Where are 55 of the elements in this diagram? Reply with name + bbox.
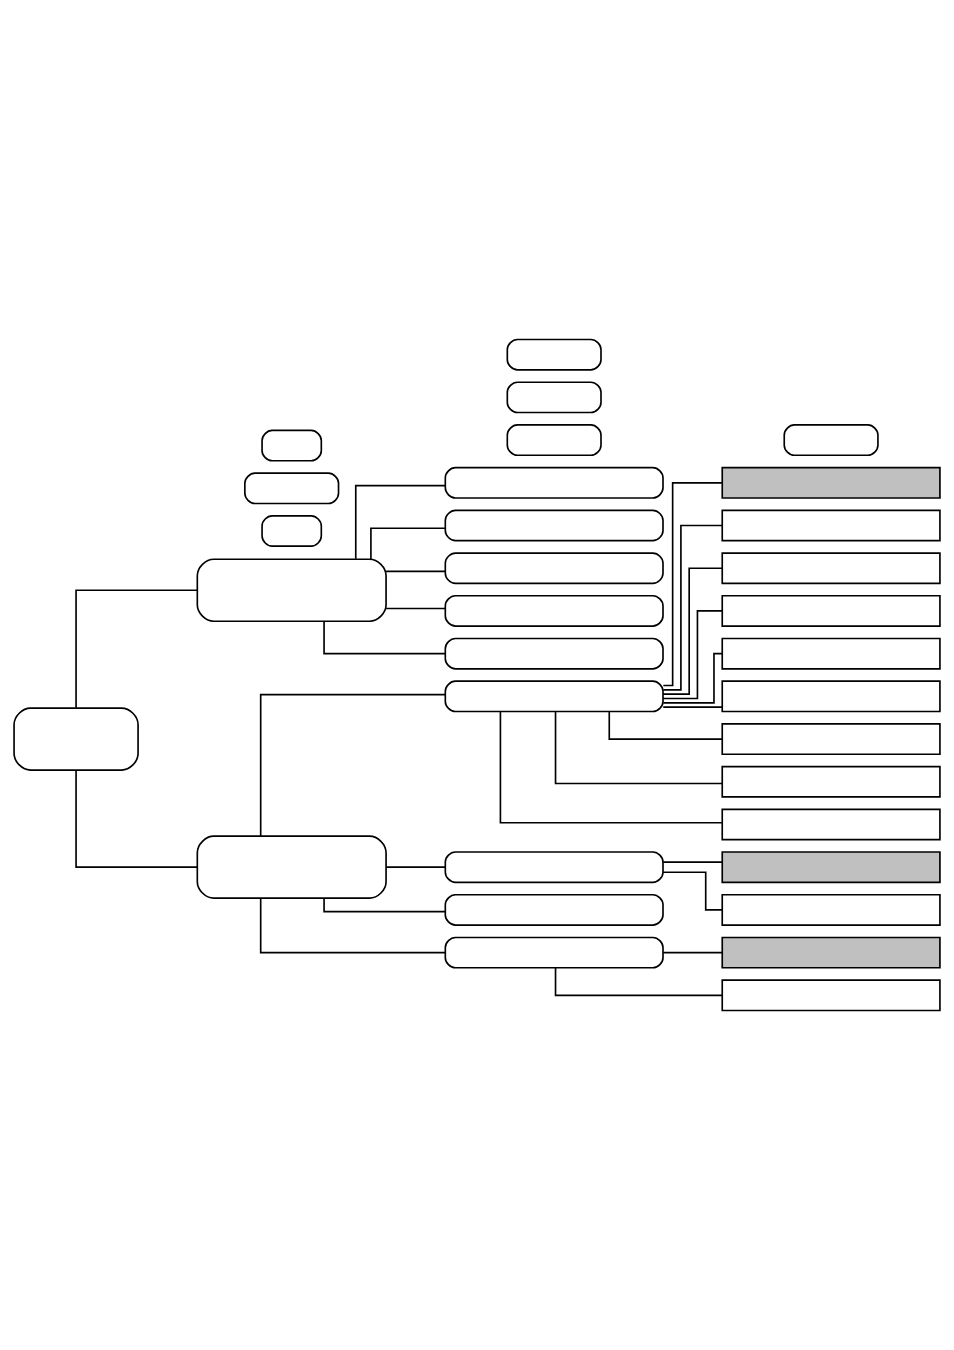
node-bar: [721, 552, 941, 585]
node-box: [444, 936, 664, 969]
connector: [75, 769, 198, 869]
connector: [662, 567, 723, 695]
node-bar: [721, 680, 941, 713]
connector: [259, 693, 447, 837]
node-bar: [721, 851, 941, 884]
connector: [662, 610, 723, 700]
connector: [385, 607, 446, 610]
connector: [662, 481, 723, 687]
node-box: [444, 893, 664, 926]
node-bar: [721, 466, 941, 499]
connector: [662, 706, 723, 708]
node-box: [13, 707, 139, 771]
node-box: [444, 851, 664, 884]
connector: [499, 711, 723, 824]
connector: [554, 710, 723, 785]
node-bar: [721, 765, 941, 798]
node-box: [444, 466, 664, 499]
node-box: [444, 552, 664, 585]
node-box: [444, 637, 664, 670]
node-box: [444, 509, 664, 542]
node-box: [506, 424, 602, 457]
connector: [662, 652, 723, 704]
node-bar: [721, 509, 941, 542]
node-bar: [721, 936, 941, 969]
connector: [608, 710, 723, 740]
connector: [354, 484, 446, 560]
connector: [323, 620, 446, 655]
node-bar: [721, 893, 941, 926]
node-bar: [721, 979, 941, 1012]
node-box: [261, 429, 323, 462]
node-box: [444, 680, 664, 713]
connector: [385, 570, 446, 573]
node-bar: [721, 594, 941, 627]
node-box: [196, 835, 387, 900]
connector: [370, 527, 446, 560]
node-box: [444, 594, 664, 627]
node-box: [783, 424, 879, 457]
node-bar: [721, 637, 941, 670]
connector: [554, 967, 723, 997]
connector: [385, 866, 446, 869]
node-bar: [721, 723, 941, 756]
node-box: [244, 472, 340, 505]
connector: [662, 861, 723, 863]
node-bar: [721, 808, 941, 841]
connector: [259, 897, 447, 954]
node-box: [261, 515, 323, 547]
node-box: [196, 558, 387, 623]
connector: [662, 951, 723, 954]
connector: [323, 897, 446, 913]
node-box: [506, 338, 602, 371]
connector: [662, 524, 723, 691]
connector: [75, 589, 198, 709]
node-box: [506, 381, 602, 414]
